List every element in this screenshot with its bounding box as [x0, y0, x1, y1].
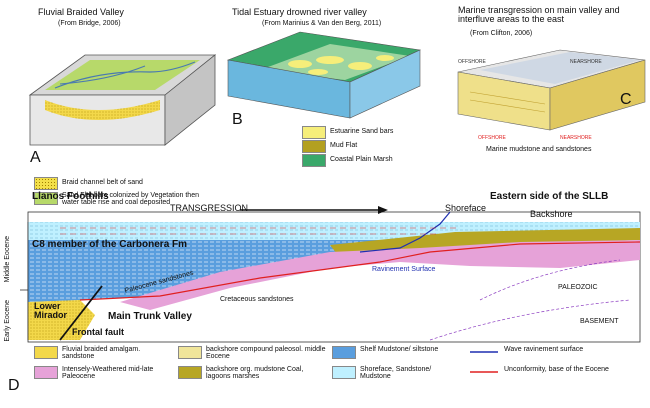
- panel-b-legend-swatch-mudflat: [302, 140, 326, 153]
- cross-section: [20, 206, 641, 343]
- legend-swatch-mudstone: [178, 366, 202, 379]
- panel-c-source: (From Clifton, 2006): [470, 30, 533, 37]
- panel-a-legend-veg: Sand Flat bars colonized by Vegetation t…: [62, 192, 199, 207]
- main-trunk-label: Main Trunk Valley: [108, 311, 192, 322]
- legend-swatch-fluvial: [34, 346, 58, 359]
- cretaceous-label: Cretaceous sandstones: [220, 296, 294, 303]
- legend-swatch-paleosol: [178, 346, 202, 359]
- panel-b-legend-mudflat: Mud Flat: [330, 142, 358, 149]
- panel-c-title: Marine transgression on main valley and …: [458, 5, 620, 25]
- legend-swatch-weathered: [34, 366, 58, 379]
- panel-a-block: [28, 54, 217, 146]
- backshore-label: Backshore: [530, 209, 573, 219]
- legend-weathered: Intensely-Weathered mid-late Paleocene: [62, 366, 154, 381]
- panel-b-title: Tidal Estuary drowned river valley: [232, 7, 367, 17]
- section-letter: D: [8, 377, 20, 394]
- panel-a-letter: A: [30, 149, 41, 166]
- panel-a-title: Fluvial Braided Valley: [38, 7, 124, 17]
- panel-c-letter: C: [620, 91, 632, 108]
- legend-swatch-shelf: [332, 346, 356, 359]
- section-right-title: Eastern side of the SLLB: [490, 191, 609, 202]
- panel-b-legend-sandbars: Estuarine Sand bars: [330, 128, 394, 135]
- panel-b-legend-swatch-sandbars: [302, 126, 326, 139]
- panel-c-nearshore-bottom: NEARSHORE: [560, 135, 592, 141]
- epoch-middle: Middle Eocene: [4, 236, 11, 283]
- transgression-label: TRANSGRESSION: [170, 203, 249, 213]
- panel-a-legend-swatch-sand: [34, 177, 58, 190]
- panel-a-legend-swatch-veg: [34, 192, 58, 205]
- epoch-early: Early Eocene: [4, 300, 11, 342]
- legend-unconformity: Unconformity, base of the Eocene: [504, 366, 609, 373]
- ravinement-label: Ravinement Surface: [372, 266, 436, 273]
- legend-paleosol: backshore compound paleosol. middle Eoce…: [206, 346, 326, 361]
- panel-a-source: (From Bridge, 2006): [58, 20, 121, 27]
- legend-swatch-shoreface: [332, 366, 356, 379]
- panel-a-legend-sand: Braid channel belt of sand: [62, 179, 143, 186]
- legend-fluvial: Fluvial braided amalgam. sandstone: [62, 346, 141, 361]
- panel-c-offshore-top: OFFSHORE: [458, 59, 486, 65]
- shoreface-label: Shoreface: [445, 203, 487, 213]
- legend-mudstone: backshore org. mudstone Coal, lagoons ma…: [206, 366, 304, 381]
- lower-mirador-label: Lower Mirador: [34, 301, 68, 321]
- panel-b-source: (From Marinius & Van den Berg, 2011): [262, 20, 382, 27]
- panel-c-nearshore-top: NEARSHORE: [570, 59, 602, 65]
- panel-b-legend-swatch-marsh: [302, 154, 326, 167]
- legend-shelf: Shelf Mudstone/ siltstone: [360, 346, 439, 353]
- panel-c-offshore-bottom: OFFSHORE: [478, 135, 506, 141]
- legend-ravinement: Wave ravinement surface: [504, 346, 584, 353]
- panel-c-caption: Marine mudstone and sandstones: [486, 146, 592, 153]
- frontal-fault-label: Frontal fault: [72, 327, 124, 337]
- panel-b-block: [226, 31, 422, 119]
- panel-b-legend-marsh: Coastal Plain Marsh: [330, 156, 393, 163]
- panel-c-block: [457, 49, 646, 131]
- legend-shoreface: Shoreface, Sandstone/ Mudstone: [360, 366, 432, 381]
- basement-label: BASEMENT: [580, 318, 619, 325]
- section-left-title: Llanos Foothills: [32, 191, 109, 202]
- panel-b-letter: B: [232, 111, 243, 128]
- member-label: C8 member of the Carbonera Fm: [32, 239, 188, 250]
- paleozoic-label: PALEOZOIC: [558, 284, 598, 291]
